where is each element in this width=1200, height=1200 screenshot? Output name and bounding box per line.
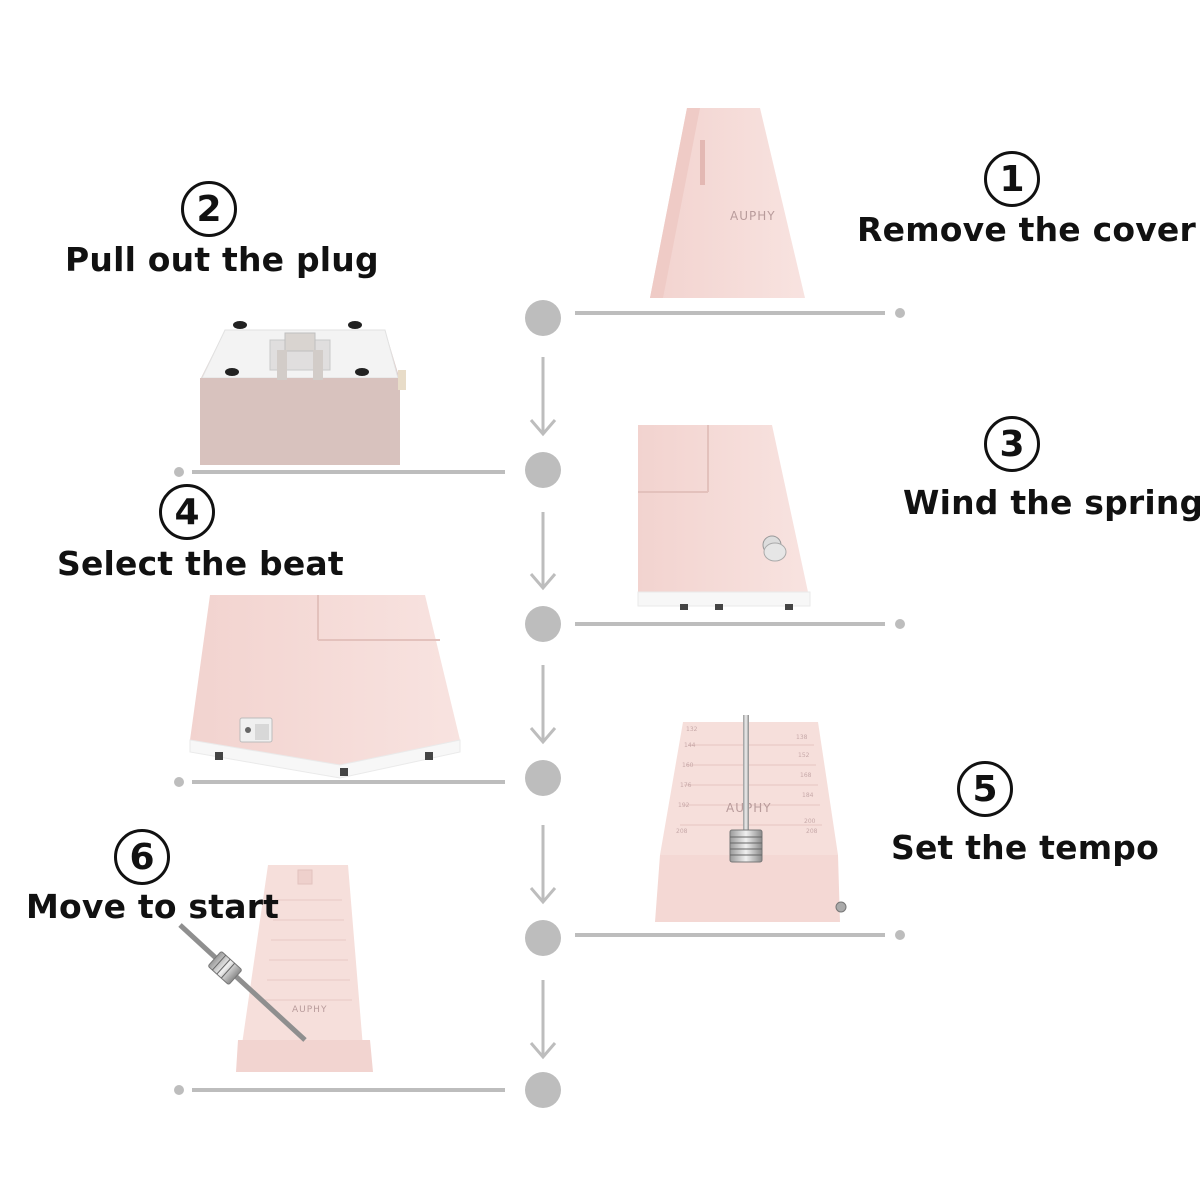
step-5-number: 5 bbox=[957, 761, 1013, 817]
step-3-number: 3 bbox=[984, 416, 1040, 472]
arrowhead-5-6 bbox=[529, 1042, 557, 1060]
timeline-node-1 bbox=[525, 300, 561, 336]
end-dot bbox=[174, 1085, 184, 1095]
tempo-tick-label: 160 bbox=[682, 762, 694, 769]
metronome-closed-illustration: AUPHY bbox=[650, 108, 805, 298]
arrowhead-4-5 bbox=[529, 887, 557, 905]
step-5-label: Set the tempo bbox=[891, 828, 1159, 867]
pendulum-rod bbox=[743, 715, 749, 830]
timeline-node-5 bbox=[525, 920, 561, 956]
timeline-baselines bbox=[192, 311, 885, 1092]
end-dot bbox=[895, 308, 905, 318]
tempo-tick-label: 208 bbox=[676, 828, 688, 835]
metronome-beat-selector-illustration bbox=[189, 595, 461, 779]
tempo-tick-label: 132 bbox=[686, 726, 698, 733]
tempo-tick-label: 192 bbox=[678, 802, 690, 809]
timeline-node-2 bbox=[525, 452, 561, 488]
baseline-end-dots bbox=[174, 308, 905, 1095]
tempo-tick-label: 208 bbox=[806, 828, 818, 835]
step-4-number: 4 bbox=[159, 484, 215, 540]
step-3-label: Wind the spring bbox=[903, 483, 1200, 522]
wind-key bbox=[763, 542, 787, 562]
step-1-number: 1 bbox=[984, 151, 1040, 207]
timeline-node-6 bbox=[525, 1072, 561, 1108]
tempo-tick-label: 168 bbox=[800, 772, 812, 779]
step-2-label: Pull out the plug bbox=[65, 240, 379, 279]
end-dot bbox=[895, 619, 905, 629]
wind-key-stub bbox=[398, 370, 406, 390]
tempo-tick-label: 144 bbox=[684, 742, 696, 749]
timeline-node-3 bbox=[525, 606, 561, 642]
metronome-base-illustration bbox=[200, 321, 406, 465]
end-dot bbox=[895, 930, 905, 940]
timeline-arrows bbox=[529, 357, 557, 1060]
tempo-tick-label: 152 bbox=[798, 752, 810, 759]
side-grip bbox=[700, 140, 705, 185]
pendulum-rod-tilted bbox=[178, 923, 307, 1042]
tempo-tick-label: 176 bbox=[680, 782, 692, 789]
step-1-label: Remove the cover bbox=[857, 210, 1196, 249]
brand-logo-text: AUPHY bbox=[730, 209, 776, 223]
pendulum-weight bbox=[729, 829, 763, 863]
metronome-tempo-scale-illustration: 132 144 160 176 192 208 138 152 168 184 … bbox=[655, 715, 847, 922]
arrowhead-3-4 bbox=[529, 727, 557, 745]
tempo-tick-label: 184 bbox=[802, 792, 814, 799]
metronome-move-start-illustration: AUPHY bbox=[178, 865, 373, 1072]
tempo-tick-label: 200 bbox=[804, 818, 816, 825]
end-dot bbox=[174, 467, 184, 477]
arrowhead-1-2 bbox=[529, 419, 557, 437]
timeline-node-4 bbox=[525, 760, 561, 796]
arrowhead-2-3 bbox=[529, 573, 557, 591]
step-6-number: 6 bbox=[114, 829, 170, 885]
tempo-tick-label: 138 bbox=[796, 734, 808, 741]
step-2-number: 2 bbox=[181, 181, 237, 237]
step-6-label: Move to start bbox=[26, 887, 280, 926]
metronome-side-wind-illustration bbox=[637, 425, 811, 610]
brand-logo-text: AUPHY bbox=[292, 1005, 327, 1015]
timeline-nodes bbox=[525, 300, 561, 1108]
step-4-label: Select the beat bbox=[57, 544, 344, 583]
pendulum-weight-tilted bbox=[208, 951, 242, 985]
end-dot bbox=[174, 777, 184, 787]
